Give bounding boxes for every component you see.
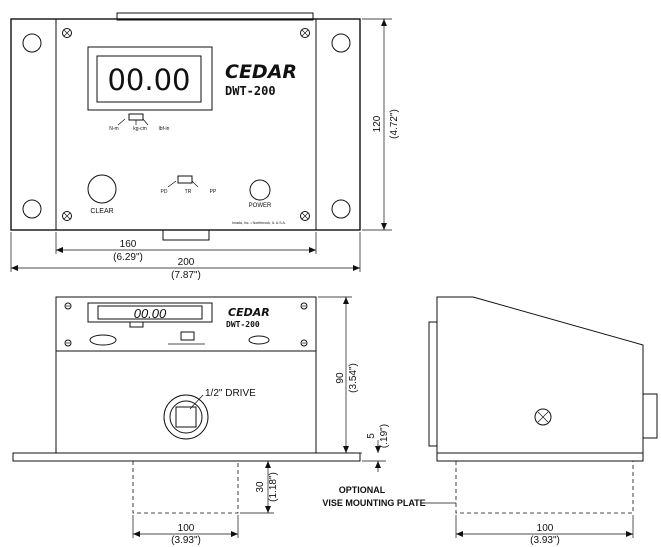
dim-overall-in: (7.87") (171, 270, 201, 281)
lower-front-view: 00.00 CEDAR DWT-200 1/2" DRIVE (12, 296, 361, 514)
side-housing (436, 296, 644, 454)
unit-label-nm: N-m (109, 126, 118, 132)
mounting-hole-icon (22, 33, 42, 53)
mode-label-tr: TR (185, 189, 192, 195)
side-vise-plate-outline (455, 461, 634, 514)
dim-height-mm: 120 (372, 115, 383, 132)
dim-width-in: (6.29") (113, 252, 143, 263)
square-drive-icon (175, 406, 197, 428)
dim-base-mm: 5 (366, 433, 377, 439)
vise-plate-label-line1: OPTIONAL (339, 485, 386, 495)
screw-icon (64, 339, 72, 347)
dim-plate-h-in: (1.18") (268, 472, 279, 502)
maker-line: Imada, Inc. • Northbrook, IL U.S.A. (232, 221, 286, 225)
lower-display-bezel (87, 302, 213, 323)
front-dimensions: 120 (4.72") 160 (6.29") 200 (7.87") (10, 18, 400, 281)
vise-plate-label-line2: VISE MOUNTING PLATE (322, 498, 425, 508)
vise-plate-callout: OPTIONAL VISE MOUNTING PLATE (322, 485, 456, 508)
dim-overall-mm: 200 (178, 257, 195, 268)
lower-display-reading: 00.00 (134, 306, 167, 321)
drive-inner-ring (169, 400, 203, 434)
screw-icon (300, 339, 308, 347)
face-plate (55, 18, 317, 231)
unit-label-lbfin: lbf-in (159, 126, 170, 132)
display-bezel (87, 46, 213, 111)
clear-label: CLEAR (90, 208, 113, 215)
dim-plate-w-mm: 100 (178, 523, 195, 534)
dim-width-mm: 160 (120, 239, 137, 250)
side-front-panel (428, 321, 438, 447)
screw-icon (62, 28, 72, 38)
brand-logo: CEDAR (225, 61, 297, 83)
dim-height-in: (4.72") (389, 109, 400, 139)
screw-icon (534, 408, 552, 426)
clear-button[interactable] (87, 174, 117, 204)
unit-selector-switch[interactable] (117, 113, 149, 126)
screw-icon (300, 28, 310, 38)
power-button[interactable] (249, 179, 271, 201)
display-reading: 00.00 (107, 63, 190, 97)
bottom-tab (162, 229, 210, 241)
lower-top-panel (55, 296, 317, 352)
front-body (10, 18, 361, 231)
display-window (96, 55, 202, 103)
drive-outer-ring (163, 394, 209, 440)
side-dimensions: 100 (3.93") (455, 515, 634, 546)
dim-plate-w-in: (3.93") (171, 535, 201, 546)
top-tab (116, 12, 314, 21)
mounting-hole-icon (331, 33, 351, 53)
lower-mode-switch[interactable] (180, 331, 195, 341)
mounting-hole-icon (22, 199, 42, 219)
vise-plate-outline (132, 461, 239, 514)
dim-lower-height-in: (3.54") (348, 363, 359, 393)
dim-lower-height-mm: 90 (335, 372, 346, 384)
side-rear-tab (642, 393, 658, 439)
drive-label: 1/2" DRIVE (205, 388, 256, 399)
front-view: 00.00 CEDAR DWT-200 N-m kg-cm lbf-in PD … (10, 12, 361, 241)
screw-icon (300, 211, 310, 221)
screw-icon (300, 302, 308, 310)
power-label: POWER (249, 203, 272, 209)
dim-plate-h-mm: 30 (255, 481, 266, 493)
lower-display-window (97, 305, 203, 320)
lower-clear-button[interactable] (89, 334, 117, 346)
mounting-hole-icon (331, 199, 351, 219)
mode-label-pd: PD (161, 189, 168, 195)
screw-icon (62, 211, 72, 221)
side-dim-plate-w-in: (3.93") (530, 535, 560, 546)
side-view (428, 296, 658, 514)
lower-power-button[interactable] (248, 335, 270, 345)
dim-base-in: (.19") (379, 424, 390, 448)
lower-unit-switch[interactable] (129, 321, 144, 328)
mode-selector-switch[interactable] (167, 175, 199, 188)
lower-front-dimensions: 90 (3.54") 5 (.19") 30 (1.18") 100 (3.93… (132, 296, 390, 546)
lower-housing (55, 350, 317, 454)
side-base-plate (436, 452, 644, 462)
model-label: DWT-200 (225, 84, 276, 98)
unit-label-kgcm: kg-cm (133, 126, 147, 132)
lower-brand-logo: CEDAR (228, 306, 270, 319)
side-dim-plate-w-mm: 100 (537, 523, 554, 534)
screw-icon (64, 302, 72, 310)
base-plate (12, 452, 361, 462)
lower-model-label: DWT-200 (226, 320, 260, 329)
mode-label-pp: PP (210, 189, 217, 195)
